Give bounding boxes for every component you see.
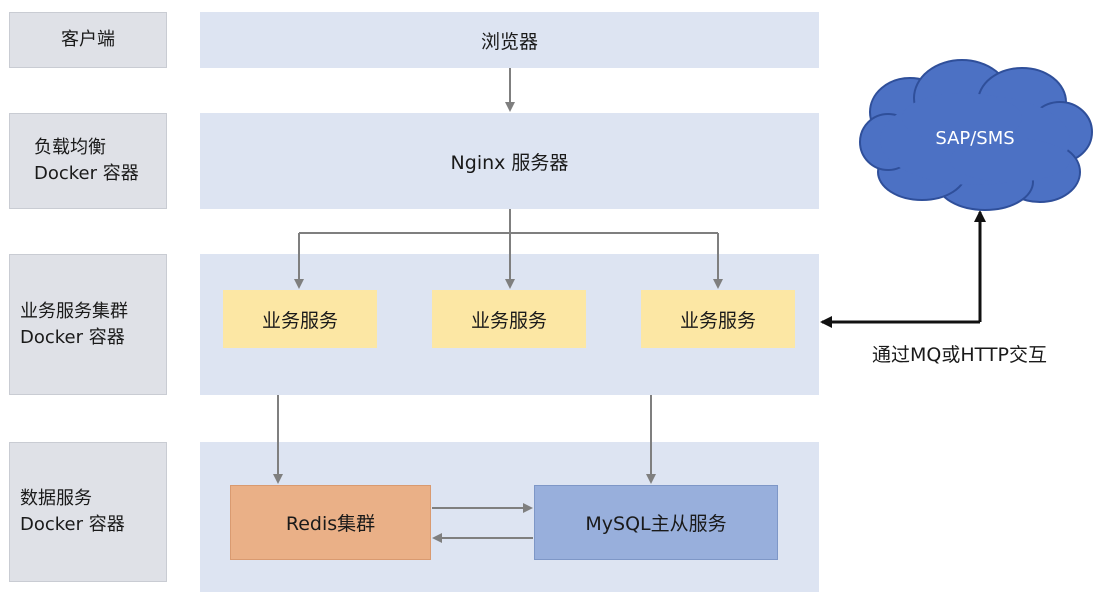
row-label-biz-line1: 业务服务集群 bbox=[20, 300, 128, 322]
row-label-client-text: 客户端 bbox=[61, 29, 115, 50]
row-label-data-line1: 数据服务 bbox=[20, 488, 92, 509]
mysql-label: MySQL主从服务 bbox=[585, 513, 727, 535]
nginx-band: Nginx 服务器 bbox=[200, 113, 819, 209]
row-label-lb-line2: Docker 容器 bbox=[34, 163, 139, 184]
business-service-2: 业务服务 bbox=[432, 290, 586, 348]
external-system-label: SAP/SMS bbox=[935, 127, 1015, 149]
business-service-1-label: 业务服务 bbox=[261, 309, 338, 332]
business-service-2-label: 业务服务 bbox=[470, 309, 547, 332]
row-label-biz-line2: Docker 容器 bbox=[20, 326, 125, 348]
browser-label: 浏览器 bbox=[480, 30, 538, 53]
row-label-business-cluster: 业务服务集群 Docker 容器 bbox=[9, 254, 167, 395]
row-label-load-balancer: 负载均衡 Docker 容器 bbox=[9, 113, 167, 209]
link-annotation: 通过MQ或HTTP交互 bbox=[872, 344, 1047, 366]
browser-band: 浏览器 bbox=[200, 12, 819, 68]
business-service-3-label: 业务服务 bbox=[679, 309, 756, 332]
redis-cluster-box: Redis集群 bbox=[230, 485, 431, 560]
business-service-3: 业务服务 bbox=[641, 290, 795, 348]
row-label-data-line2: Docker 容器 bbox=[20, 514, 125, 535]
nginx-label: Nginx 服务器 bbox=[450, 151, 569, 174]
row-label-data-services: 数据服务 Docker 容器 bbox=[9, 442, 167, 582]
redis-cluster-label: Redis集群 bbox=[285, 513, 376, 535]
business-service-1: 业务服务 bbox=[223, 290, 377, 348]
row-label-client: 客户端 bbox=[9, 12, 167, 68]
mysql-box: MySQL主从服务 bbox=[534, 485, 778, 560]
row-label-lb-line1: 负载均衡 bbox=[34, 137, 106, 158]
